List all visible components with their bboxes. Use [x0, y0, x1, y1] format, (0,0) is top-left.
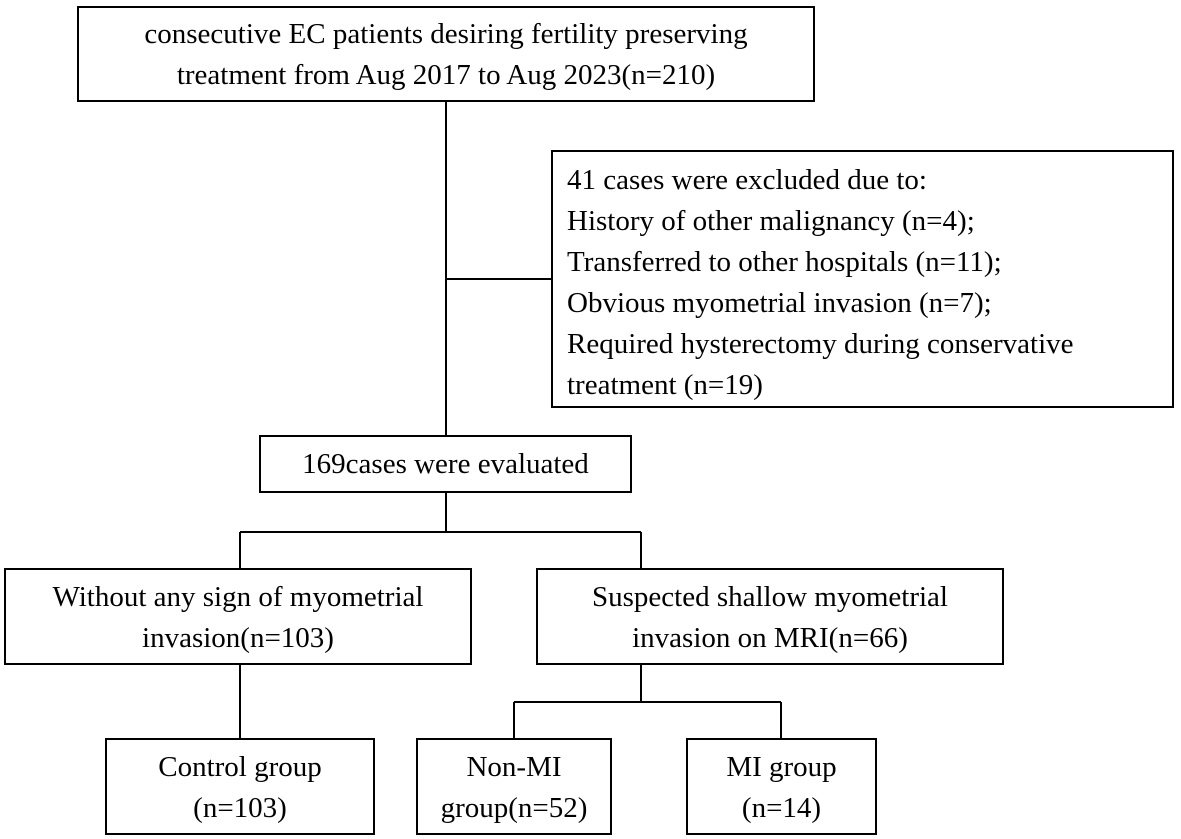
source-line-1: consecutive EC patients desiring fertili… [144, 18, 748, 50]
suspected-invasion-line-1: Suspected shallow myometrial [592, 581, 948, 613]
without-invasion-line-1: Without any sign of myometrial [52, 581, 424, 613]
suspected-invasion-line-2: invasion on MRI(n=66) [632, 622, 908, 654]
source-population-box: consecutive EC patients desiring fertili… [77, 6, 815, 102]
control-group-line-2: (n=103) [193, 792, 287, 824]
evaluated-line-1: 169cases were evaluated [302, 448, 589, 480]
excluded-cases-box: 41 cases were excluded due to: History o… [551, 150, 1174, 408]
non-mi-group-box: Non-MI group(n=52) [416, 738, 612, 835]
excluded-line-5: Required hysterectomy during conservativ… [567, 328, 1074, 360]
evaluated-cases-box: 169cases were evaluated [259, 435, 632, 493]
excluded-line-2: History of other malignancy (n=4); [567, 205, 975, 237]
excluded-line-6: treatment (n=19) [567, 369, 763, 401]
control-group-box: Control group (n=103) [105, 738, 375, 835]
excluded-line-3: Transferred to other hospitals (n=11); [567, 246, 1002, 278]
without-invasion-box: Without any sign of myometrial invasion(… [4, 568, 472, 665]
suspected-invasion-box: Suspected shallow myometrial invasion on… [536, 568, 1004, 665]
source-line-2: treatment from Aug 2017 to Aug 2023(n=21… [176, 59, 716, 91]
non-mi-group-line-2: group(n=52) [440, 792, 588, 824]
mi-group-box: MI group (n=14) [686, 738, 877, 835]
mi-group-line-1: MI group [726, 751, 837, 783]
control-group-line-1: Control group [158, 751, 322, 783]
excluded-line-4: Obvious myometrial invasion (n=7); [567, 287, 992, 319]
mi-group-line-2: (n=14) [741, 792, 822, 824]
excluded-line-1: 41 cases were excluded due to: [567, 164, 927, 196]
non-mi-group-line-1: Non-MI [466, 751, 562, 783]
without-invasion-line-2: invasion(n=103) [142, 622, 334, 654]
